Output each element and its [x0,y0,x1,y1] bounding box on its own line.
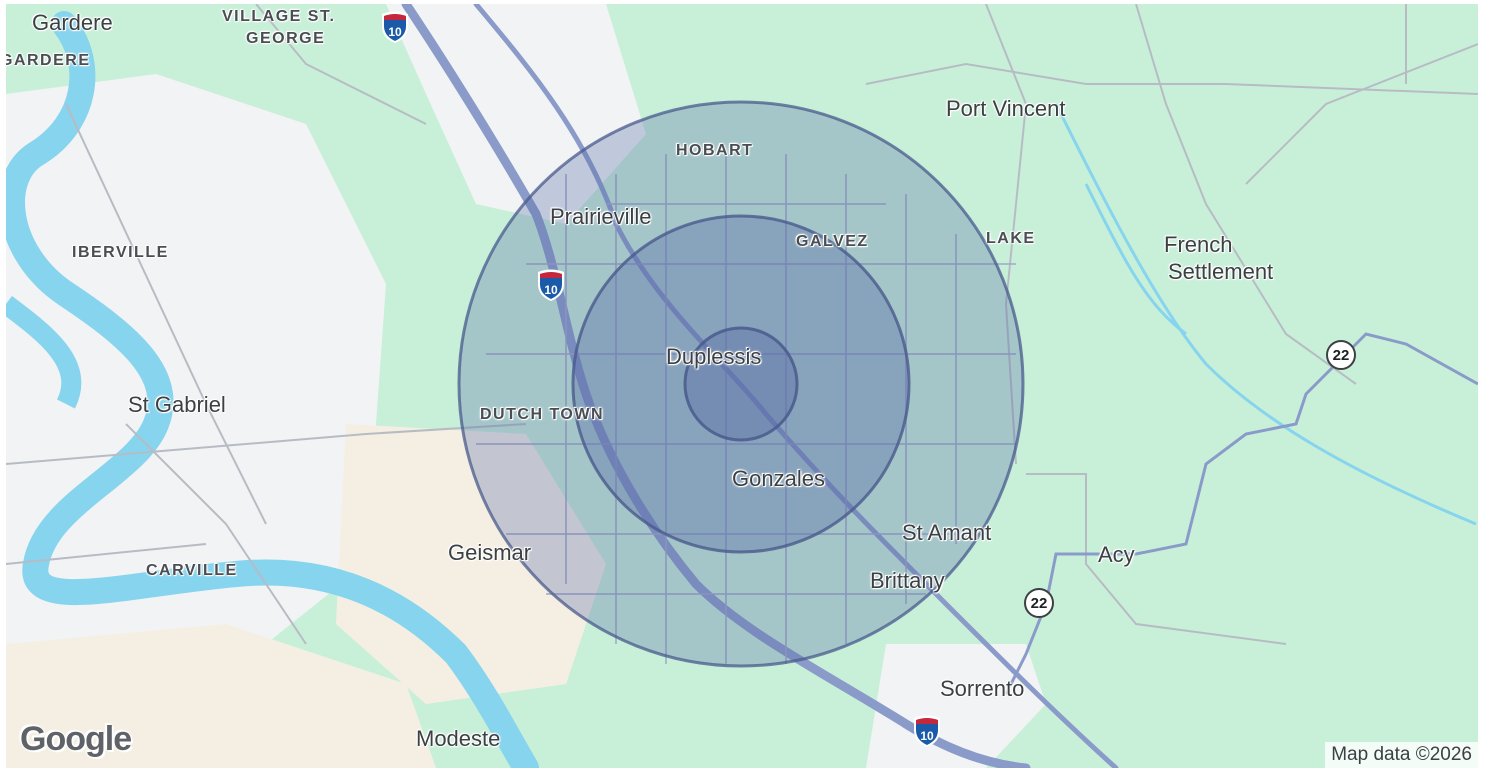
label-gardere: Gardere [32,10,113,35]
label-gardere-area: GARDERE [6,52,91,69]
label-village-st-george-1: VILLAGE ST. [222,8,336,25]
svg-text:10: 10 [544,283,558,297]
label-sorrento: Sorrento [940,676,1025,701]
radius-ring-inner [683,326,799,442]
mississippi-river [6,11,539,768]
radius-ring-middle [571,214,911,554]
interstate-shield-icon: 10 [538,269,564,301]
bayou-2 [1084,183,1187,336]
radius-ring-outer [457,100,1025,668]
google-logo: Google [20,720,132,758]
svg-text:10: 10 [388,25,402,39]
label-modeste: Modeste [416,726,501,751]
urban-area-sw [6,624,436,768]
interstate-shield-icon: 10 [914,715,940,747]
label-geismar: Geismar [448,540,532,565]
label-village-st-george-2: GEORGE [246,30,326,47]
interstate-shield-icon: 10 [382,11,408,43]
label-french-settlement-2: Settlement [1168,259,1274,284]
label-duplessis: Duplessis [666,344,762,369]
route-shield-icon: 22 [1024,588,1054,618]
street-grid [476,154,1016,664]
label-port-vincent: Port Vincent [946,96,1066,121]
label-hobart: HOBART [676,142,754,159]
label-brittany: Brittany [870,568,945,593]
urban-area-geismar [336,424,606,704]
label-st-gabriel: St Gabriel [128,392,226,417]
label-acy: Acy [1098,542,1135,567]
highway-61-road [473,4,1119,768]
label-gonzales: Gonzales [732,466,825,491]
river-west-bend [6,296,82,409]
urban-area-sorrento [866,644,1046,768]
label-french-settlement-1: French [1164,232,1233,257]
minor-roads [6,4,1478,645]
interstate-10-road [401,4,1031,768]
label-lake: LAKE [986,230,1036,247]
bayou-east [1054,103,1477,526]
map-canvas[interactable]: VILLAGE ST. GEORGE GARDERE HOBART IBERVI… [6,4,1478,768]
route-shield-icon: 22 [1326,340,1356,370]
route-22-road [1004,332,1478,695]
urban-area-north [386,4,646,224]
svg-text:10: 10 [920,729,934,743]
label-st-amant: St Amant [902,520,992,545]
map-attribution[interactable]: Map data ©2026 [1325,742,1478,768]
label-galvez: GALVEZ [796,233,869,250]
label-iberville: IBERVILLE [72,244,169,261]
label-carville: CARVILLE [146,562,238,579]
label-prairieville: Prairieville [550,204,652,229]
label-dutch-town: DUTCH TOWN [480,406,605,423]
map-base-layer [6,4,1478,768]
